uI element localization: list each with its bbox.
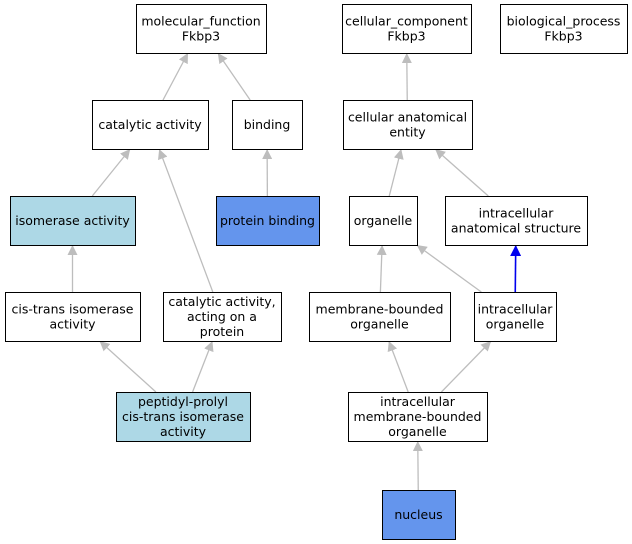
node-nucleus[interactable]: nucleus [382,490,456,540]
node-intracellular-anatomical-structure-label-0: intracellular [479,206,555,221]
node-intracellular-organelle-label-1: organelle [486,317,545,332]
edge-imbo-to-mbo [387,340,409,393]
edge-ppi-to-cti [99,340,157,393]
node-binding-box [232,100,303,150]
node-catalytic-activity-on-protein-label-1: acting on a [187,309,257,324]
node-cis-trans-isomerase-activity-label-0: cis-trans isomerase [12,302,134,317]
node-catalytic-activity-on-protein-label-2: protein [200,324,244,339]
node-organelle-box [349,196,418,246]
node-cellular-component-box [342,4,472,54]
node-catalytic-activity[interactable]: catalytic activity [92,100,209,150]
node-protein-binding-box [216,196,320,246]
node-intracellular-membrane-bounded-organelle-box [348,392,488,442]
node-protein-binding[interactable]: protein binding [216,196,320,246]
node-protein-binding-label-0: protein binding [220,213,315,228]
node-nucleus-box [382,490,456,540]
node-isomerase-activity-label-0: isomerase activity [15,213,130,228]
node-membrane-bounded-organelle-label-0: membrane-bounded [316,302,444,317]
edges-layer [67,52,522,491]
node-organelle-label-0: organelle [354,213,413,228]
node-cellular-anatomical-entity-label-0: cellular anatomical [348,110,467,125]
node-membrane-bounded-organelle-box [309,292,451,342]
edge-org-to-cae [388,148,404,197]
node-intracellular-membrane-bounded-organelle-label-0: intracellular [380,394,456,409]
edge-iso-to-cat [91,148,131,197]
node-intracellular-membrane-bounded-organelle-label-2: organelle [388,424,447,439]
node-intracellular-organelle-box [474,292,557,342]
node-molecular-function-label-0: molecular_function [141,14,260,29]
edge-bind-to-mf [217,52,251,101]
nodes-layer: molecular_functionFkbp3cellular_componen… [5,4,628,540]
node-binding-label-0: binding [244,117,291,132]
node-nucleus-label-0: nucleus [394,507,442,522]
edge-catp-to-cat [158,148,214,293]
node-isomerase-activity[interactable]: isomerase activity [10,196,136,246]
node-organelle[interactable]: organelle [349,196,418,246]
edge-imbo-to-io [440,340,492,393]
node-cellular-component-label-0: cellular_component [345,14,468,29]
node-cis-trans-isomerase-activity-box [5,292,141,342]
edge-cat-to-mf [162,52,189,101]
node-peptidyl-prolyl-cis-trans-isomerase-label-2: activity [160,424,207,439]
node-catalytic-activity-box [92,100,209,150]
node-membrane-bounded-organelle-label-1: organelle [350,317,409,332]
node-peptidyl-prolyl-cis-trans-isomerase-label-0: peptidyl-prolyl [138,394,228,409]
node-biological-process-label-1: Fkbp3 [544,29,582,44]
node-cellular-component-label-1: Fkbp3 [387,29,425,44]
node-cellular-anatomical-entity-box [343,100,473,150]
node-intracellular-organelle-label-0: intracellular [478,302,554,317]
node-peptidyl-prolyl-cis-trans-isomerase-box [116,392,251,442]
edge-nuc-to-imbo [412,440,423,491]
node-intracellular-anatomical-structure-label-1: anatomical structure [451,221,581,236]
node-intracellular-anatomical-structure-box [445,196,588,246]
node-biological-process-box [500,4,628,54]
node-molecular-function-label-1: Fkbp3 [182,29,220,44]
node-molecular-function-box [136,4,267,54]
edge-ias-to-cae [434,148,489,197]
node-peptidyl-prolyl-cis-trans-isomerase-label-1: cis-trans isomerase [122,409,244,424]
node-catalytic-activity-on-protein-label-0: catalytic activity, [168,294,275,309]
node-cellular-anatomical-entity-label-1: entity [389,125,426,140]
node-cis-trans-isomerase-activity-label-1: activity [49,317,96,332]
edge-ppi-to-catp [191,340,214,393]
edge-mbo-to-org [376,244,387,293]
node-catalytic-activity-on-protein-box [163,292,282,342]
edge-io-to-org [416,244,482,293]
node-isomerase-activity-box [10,196,136,246]
node-intracellular-membrane-bounded-organelle-label-1: membrane-bounded [354,409,482,424]
node-biological-process-label-0: biological_process [507,14,621,29]
node-binding[interactable]: binding [232,100,303,150]
node-catalytic-activity-label-0: catalytic activity [98,117,202,132]
